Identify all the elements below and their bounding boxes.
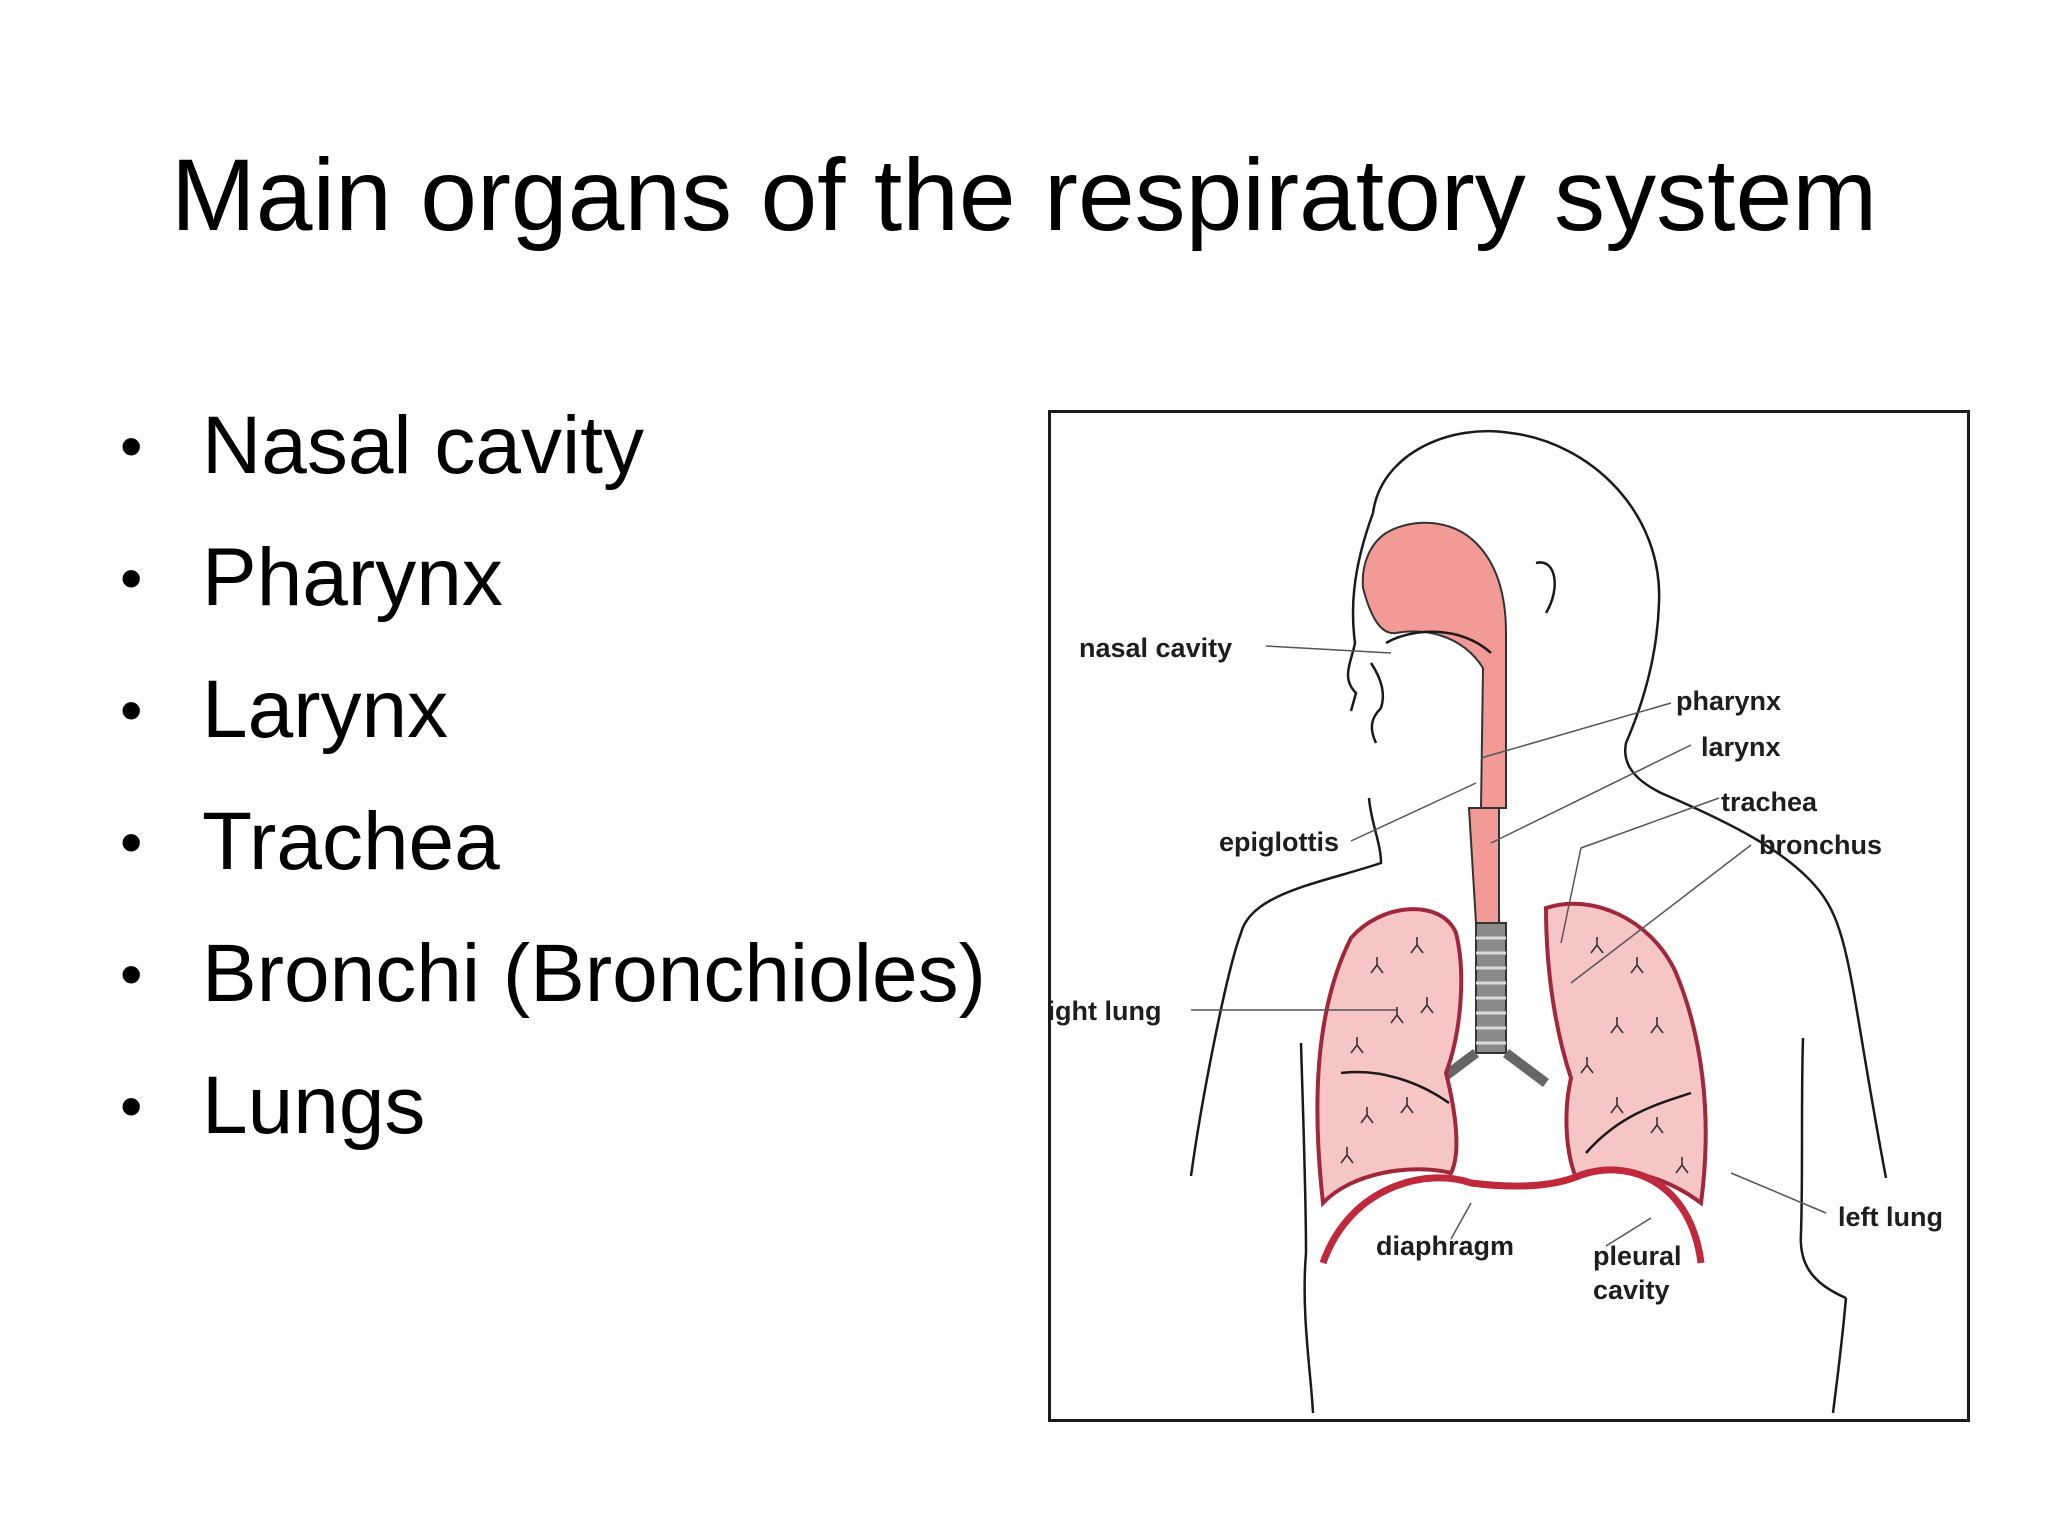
respiratory-diagram: nasal cavity pharynx larynx trachea bron… [1048,410,1970,1422]
nasal-pharynx-shape [1361,521,1507,809]
label-trachea: trachea [1721,787,1818,817]
label-pharynx: pharynx [1676,686,1781,716]
left-lung-fissure [1585,1091,1692,1154]
label-pleural-cavity-line2: cavity [1593,1275,1670,1305]
list-item: Pharynx [120,512,986,644]
left-arm-inner-outline [1299,1042,1308,1254]
label-epiglottis: epiglottis [1219,827,1339,857]
diaphragm [1319,1166,1705,1265]
label-nasal-cavity: nasal cavity [1079,633,1232,663]
list-item: Nasal cavity [120,380,986,512]
trachea [1475,922,1507,1054]
trachea-tube [1475,922,1507,1054]
right-torso-outline [1831,1297,1848,1414]
respiratory-diagram-svg: nasal cavity pharynx larynx trachea bron… [1051,429,1943,1414]
body-outline [1189,429,1888,1414]
list-item: Larynx [120,644,986,776]
slide-title: Main organs of the respiratory system [170,138,1878,252]
head-back-shoulder-outline [1371,429,1888,1179]
ear-outline [1535,561,1556,614]
larynx-shape [1467,807,1500,924]
label-pleural-cavity-line1: pleural [1593,1241,1682,1271]
face-outline [1346,512,1375,712]
organ-list: Nasal cavity Pharynx Larynx Trachea Bron… [120,380,986,1172]
label-right-lung: right lung [1051,996,1161,1026]
list-item: Trachea [120,776,986,908]
list-item: Lungs [120,1040,986,1172]
left-torso-outline [1303,1252,1315,1414]
leader-lines [1191,645,1827,1247]
trachea-rings [1476,936,1506,1045]
bronchiole-marks [1340,937,1689,1174]
diagram-labels: nasal cavity pharynx larynx trachea bron… [1051,633,1943,1305]
label-diaphragm: diaphragm [1376,1231,1514,1261]
palate-outline [1385,630,1492,654]
right-lung [1315,907,1464,1208]
left-lung [1543,901,1708,1207]
label-larynx: larynx [1701,732,1781,762]
mouth-outline [1369,662,1385,744]
label-left-lung: left lung [1838,1202,1943,1232]
neck-shoulder-outline [1189,797,1383,1177]
label-bronchus: bronchus [1759,830,1882,860]
right-lung-fissure [1340,1070,1450,1105]
list-item: Bronchi (Bronchioles) [120,908,986,1040]
right-arm-inner-outline [1799,1037,1847,1300]
